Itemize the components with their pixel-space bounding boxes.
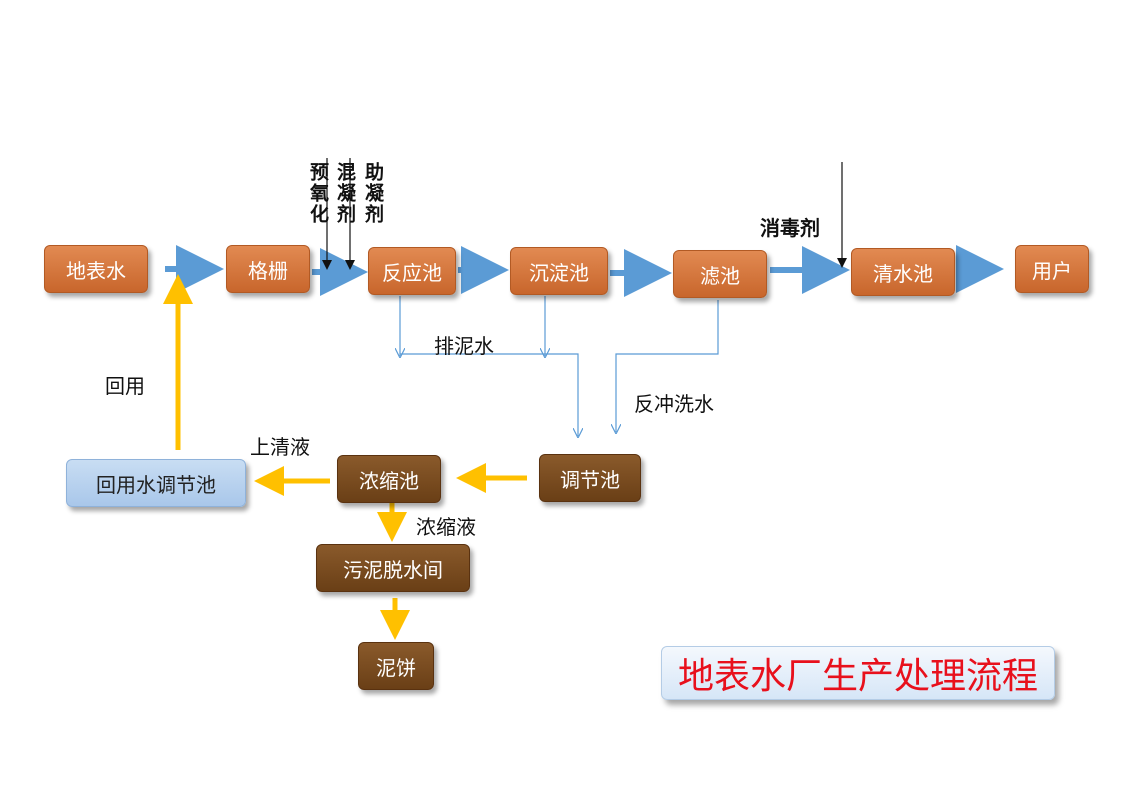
label-backwash-water: 反冲洗水 — [634, 392, 714, 416]
node-reaction-tank: 反应池 — [368, 247, 456, 295]
node-filter: 滤池 — [673, 250, 767, 298]
node-thickener: 浓缩池 — [337, 455, 441, 503]
label-pre-oxidation: 预氧化 — [307, 162, 329, 225]
node-screen: 格栅 — [226, 245, 310, 293]
node-sludge-cake: 泥饼 — [358, 642, 434, 690]
node-dewatering-room: 污泥脱水间 — [316, 544, 470, 592]
node-regulating-tank: 调节池 — [539, 454, 641, 502]
sludge-collector-line — [400, 353, 578, 436]
node-clear-water-tank: 清水池 — [851, 248, 955, 296]
label-disinfectant: 消毒剂 — [760, 216, 820, 240]
label-coagulant-aid: 助凝剂 — [362, 162, 384, 225]
node-reuse-tank: 回用水调节池 — [66, 459, 246, 507]
label-coagulant: 混凝剂 — [334, 162, 356, 225]
diagram-title: 地表水厂生产处理流程 — [661, 646, 1055, 700]
label-sludge-discharge: 排泥水 — [434, 334, 494, 358]
node-surface-water: 地表水 — [44, 245, 148, 293]
backwash-line — [616, 300, 719, 432]
node-settling-tank: 沉淀池 — [510, 247, 608, 295]
label-reuse: 回用 — [105, 374, 145, 398]
label-supernatant: 上清液 — [250, 435, 310, 459]
label-concentrate: 浓缩液 — [416, 515, 476, 539]
node-user: 用户 — [1015, 245, 1089, 293]
